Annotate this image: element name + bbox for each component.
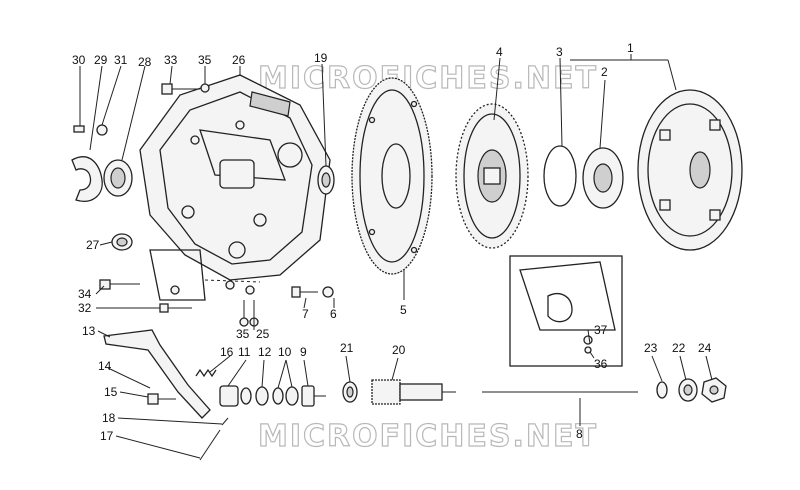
lever-13 bbox=[103, 329, 211, 419]
label-24: 24 bbox=[698, 341, 712, 355]
bolt-30 bbox=[73, 125, 85, 133]
label-34: 34 bbox=[78, 287, 92, 301]
watermark-bottom: MICROFICHES.NET bbox=[258, 419, 598, 454]
label-6: 6 bbox=[330, 307, 337, 321]
clutch-disc-4 bbox=[455, 103, 529, 249]
ring-3 bbox=[543, 145, 577, 207]
label-19: 19 bbox=[314, 51, 328, 65]
label-8: 8 bbox=[576, 427, 583, 441]
plate-2 bbox=[582, 147, 624, 209]
label-35-top: 35 bbox=[198, 53, 212, 67]
leader-lines bbox=[79, 54, 713, 459]
label-2: 2 bbox=[601, 65, 608, 79]
label-29: 29 bbox=[94, 53, 108, 67]
watermark-top: MICROFICHES.NET bbox=[258, 61, 598, 96]
spring-16 bbox=[195, 368, 217, 378]
bolt-33 bbox=[161, 83, 200, 95]
label-31: 31 bbox=[114, 53, 128, 67]
label-28: 28 bbox=[138, 55, 152, 69]
label-16: 16 bbox=[220, 345, 234, 359]
label-30: 30 bbox=[72, 53, 86, 67]
bearing-28 bbox=[103, 159, 133, 197]
clutch-cover-1 bbox=[637, 89, 743, 251]
washer-23 bbox=[656, 381, 668, 399]
label-15: 15 bbox=[104, 385, 118, 399]
label-18: 18 bbox=[102, 411, 116, 425]
label-21: 21 bbox=[340, 341, 354, 355]
label-35-bottom: 35 bbox=[236, 327, 250, 341]
label-26: 26 bbox=[232, 53, 246, 67]
bearing-19 bbox=[317, 165, 335, 195]
label-5: 5 bbox=[400, 303, 407, 317]
pin-18 bbox=[221, 417, 229, 426]
plug-27 bbox=[111, 233, 133, 251]
washer-35-top bbox=[200, 83, 210, 93]
label-32: 32 bbox=[78, 301, 92, 315]
nut-24 bbox=[701, 377, 727, 403]
label-25: 25 bbox=[256, 327, 270, 341]
label-1: 1 bbox=[627, 41, 634, 55]
half-moon-plate bbox=[71, 156, 103, 202]
label-4: 4 bbox=[496, 45, 503, 59]
label-3: 3 bbox=[556, 45, 563, 59]
bolt-7 bbox=[291, 286, 318, 298]
gear-shaft-20 bbox=[371, 379, 456, 405]
pin-17 bbox=[199, 429, 221, 461]
bearing-21 bbox=[342, 381, 358, 403]
label-36: 36 bbox=[594, 357, 608, 371]
nut-31 bbox=[96, 124, 108, 136]
label-12: 12 bbox=[258, 345, 272, 359]
label-17: 17 bbox=[100, 429, 114, 443]
label-37: 37 bbox=[594, 323, 608, 337]
label-20: 20 bbox=[392, 343, 406, 357]
bolt-15 bbox=[147, 393, 176, 405]
inset-detail bbox=[509, 255, 623, 367]
bolt-32 bbox=[159, 303, 192, 313]
label-7: 7 bbox=[302, 307, 309, 321]
washer-6 bbox=[322, 286, 334, 298]
housing-bracket bbox=[149, 249, 261, 301]
clutch-housing bbox=[139, 74, 331, 281]
label-9: 9 bbox=[300, 345, 307, 359]
part-number-labels: 30 29 31 28 33 35 26 19 4 3 2 1 27 34 32… bbox=[72, 41, 712, 443]
label-22: 22 bbox=[672, 341, 686, 355]
label-13: 13 bbox=[82, 324, 96, 338]
flywheel-5 bbox=[351, 77, 433, 275]
washer-35-bottom bbox=[239, 317, 249, 327]
label-23: 23 bbox=[644, 341, 658, 355]
label-11: 11 bbox=[238, 345, 251, 359]
label-33: 33 bbox=[164, 53, 178, 67]
bearing-22 bbox=[678, 378, 698, 402]
label-10: 10 bbox=[278, 345, 292, 359]
pushrod-parts bbox=[219, 385, 326, 407]
bolt-34 bbox=[99, 279, 140, 290]
label-27: 27 bbox=[86, 238, 100, 252]
label-14: 14 bbox=[98, 359, 112, 373]
